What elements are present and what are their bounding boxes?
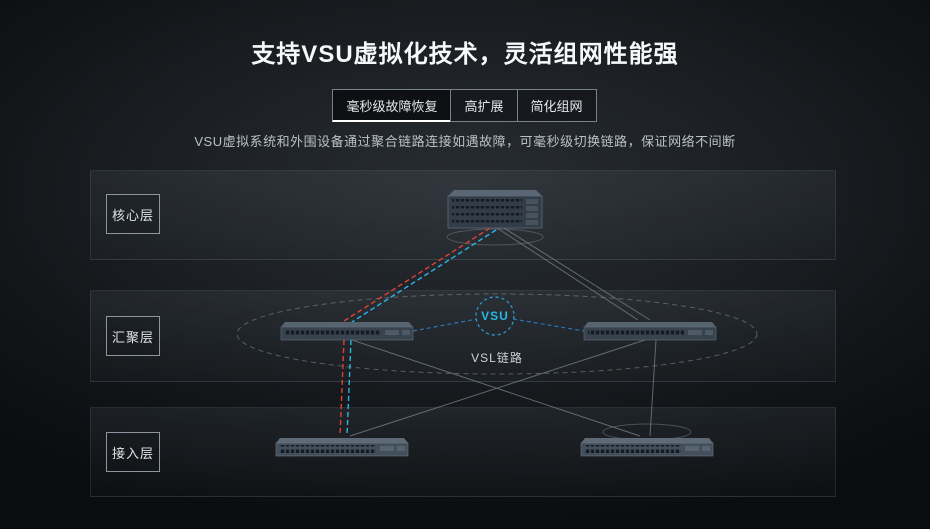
layer-panel-core [90,170,836,260]
feature-description: VSU虚拟系统和外围设备通过聚合链路连接如遇故障，可毫秒级切换链路，保证网络不间… [194,134,736,149]
feature-tabs: 毫秒级故障恢复 高扩展 简化组网 [0,89,930,122]
layer-panel-aggregation [90,290,836,382]
vsu-label: VSU [481,309,509,323]
page-title: 支持VSU虚拟化技术，灵活组网性能强 [251,41,679,68]
layer-label-aggregation: 汇聚层 [106,316,160,356]
tab-high-scalability[interactable]: 高扩展 [450,89,518,122]
layer-label-core: 核心层 [106,194,160,234]
layer-panel-access [90,407,836,497]
vsl-link-label: VSL链路 [471,351,523,365]
tab-simplified-networking[interactable]: 简化组网 [516,89,597,122]
layer-label-access: 接入层 [106,432,160,472]
tab-millisecond-fault-recovery[interactable]: 毫秒级故障恢复 [332,89,452,122]
